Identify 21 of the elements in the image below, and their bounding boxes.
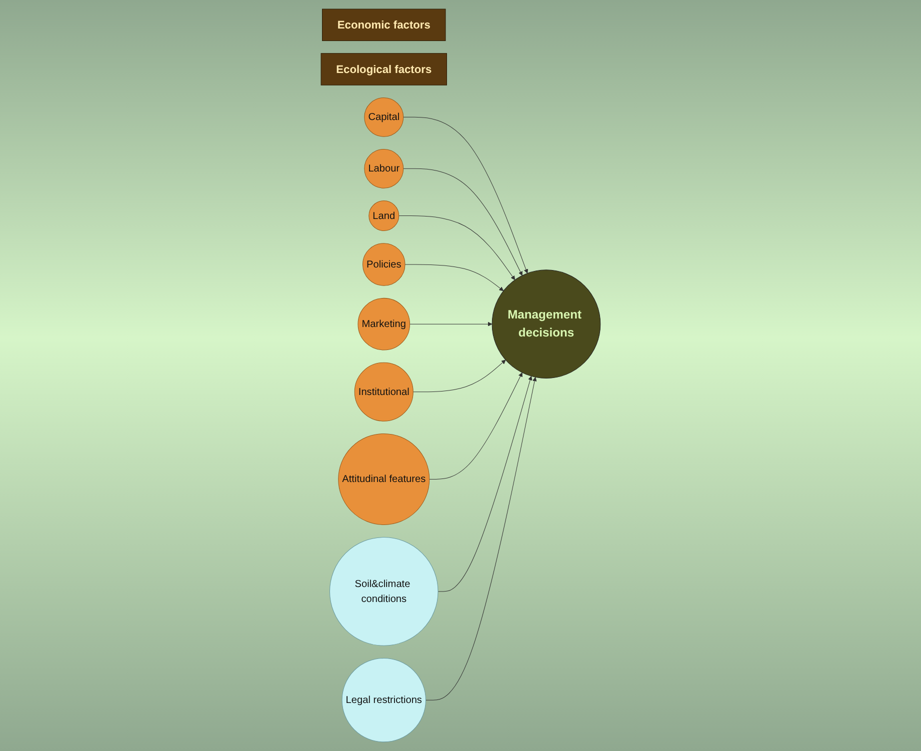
node-circle: Soil&climate conditions: [329, 537, 438, 646]
arrow: [438, 376, 532, 592]
node-circle: Management decisions: [492, 270, 600, 379]
arrow: [425, 376, 537, 700]
arrow: [402, 116, 528, 274]
node-circle: Marketing: [358, 298, 410, 350]
arrow: [398, 216, 515, 280]
node-circle: Land: [368, 200, 399, 231]
node-circle: Labour: [364, 148, 404, 188]
node-circle: Capital: [364, 97, 404, 137]
arrow: [428, 372, 522, 480]
arrow: [412, 360, 506, 392]
node-circle: Attitudinal features: [338, 433, 430, 525]
node-circle: Legal restrictions: [342, 658, 426, 742]
node-box: Economic factors: [322, 8, 446, 42]
node-circle: Institutional: [354, 362, 414, 422]
node-box: Ecological factors: [320, 53, 447, 86]
arrow: [402, 168, 522, 276]
node-circle: Policies: [362, 243, 406, 286]
arrow: [404, 264, 504, 292]
arrow: [409, 322, 492, 326]
